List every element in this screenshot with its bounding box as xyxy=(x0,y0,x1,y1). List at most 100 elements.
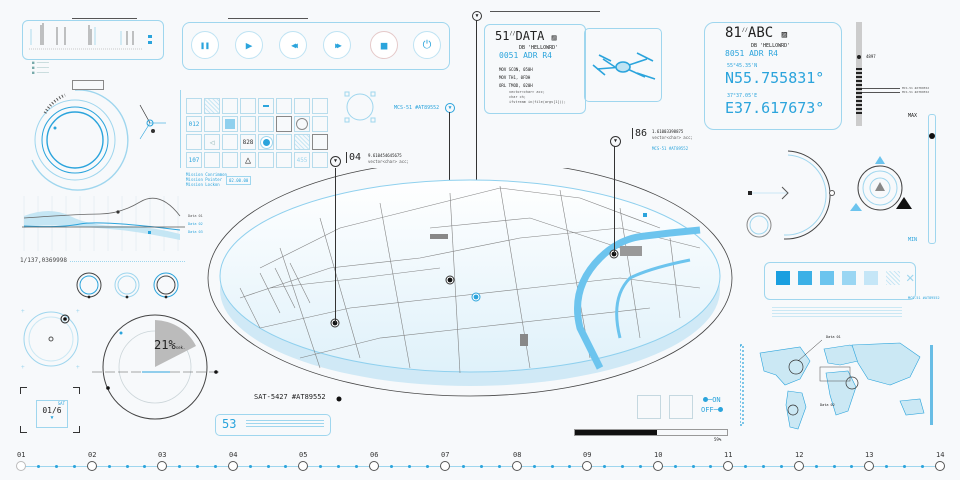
grid-cell[interactable] xyxy=(222,98,238,114)
coords-address: 8051 ADR R4 xyxy=(725,49,778,58)
timeline-node-14[interactable] xyxy=(935,461,945,471)
timeline-dot xyxy=(55,465,58,468)
grid-cell[interactable] xyxy=(276,134,292,150)
grid-cell-828[interactable]: 828 xyxy=(240,134,256,150)
toggle-on[interactable]: ─ON xyxy=(703,396,721,404)
grid-cell[interactable] xyxy=(276,98,292,114)
timeline-node-11[interactable] xyxy=(723,461,733,471)
grid-cell[interactable] xyxy=(186,98,202,114)
power-button[interactable]: ⏻ xyxy=(413,31,441,59)
city-map-disc[interactable] xyxy=(200,168,740,408)
swatch-3[interactable] xyxy=(820,271,834,285)
gauge-side-line xyxy=(862,92,900,93)
gauge-side-labels: MCS-51 #AT89552 MCS-51 #AT89552 xyxy=(902,86,930,94)
grid-cell[interactable] xyxy=(258,98,274,114)
grid-cell[interactable] xyxy=(222,152,238,168)
swatch-4[interactable] xyxy=(842,271,856,285)
callout-04-pin[interactable]: ▼ xyxy=(330,156,341,167)
timeline-dot xyxy=(37,465,41,468)
marker-pin-icon[interactable]: ▼ xyxy=(445,103,455,113)
grid-cell[interactable] xyxy=(312,98,328,114)
timeline-node-06[interactable] xyxy=(369,461,379,471)
timeline-node-03[interactable] xyxy=(157,461,167,471)
grid-cell[interactable] xyxy=(312,152,328,168)
grid-cell[interactable] xyxy=(222,134,238,150)
grid-cell[interactable]: △ xyxy=(240,152,256,168)
timeline-dot xyxy=(638,465,642,468)
swatch-5[interactable] xyxy=(864,271,878,285)
rewind-button[interactable]: ◀◀ xyxy=(279,31,307,59)
swatch-clear-icon[interactable]: ✕ xyxy=(906,270,915,286)
stop-button[interactable]: ■ xyxy=(370,31,398,59)
swatch-1[interactable] xyxy=(776,271,790,285)
gauge-ticks xyxy=(856,68,862,114)
grid-cell-012[interactable]: 012 xyxy=(186,116,202,132)
gauge-side-line xyxy=(862,88,900,89)
grid-cell-107[interactable]: 107 xyxy=(186,152,202,168)
wave-legend: Data 01 Data 02 Data 03 xyxy=(188,214,203,234)
mcs-label: MCS-51 #AT89552 xyxy=(394,105,440,111)
battery-bars xyxy=(72,80,104,90)
timeline-node-09[interactable] xyxy=(582,461,592,471)
grid-cell-455[interactable]: 455 xyxy=(294,152,310,168)
data-panel-pin[interactable]: ▼ xyxy=(472,11,482,21)
timeline-dot xyxy=(425,465,429,468)
grid-cell[interactable] xyxy=(294,98,310,114)
grid-cell[interactable] xyxy=(222,116,238,132)
timeline-dot xyxy=(832,465,836,468)
date-widget[interactable]: SAT 01/6 ▼ xyxy=(36,400,68,428)
swatch-2[interactable] xyxy=(798,271,812,285)
callout-86-pin[interactable]: ▼ xyxy=(610,136,621,147)
toggle-target-b[interactable] xyxy=(669,395,693,419)
grid-cell[interactable] xyxy=(258,116,274,132)
timeline-dot xyxy=(550,465,554,468)
map-label-1: Data 01 xyxy=(826,335,841,339)
progress-bar[interactable] xyxy=(574,429,728,436)
grid-cell[interactable] xyxy=(204,152,220,168)
crosshair-dial: ++ ++ xyxy=(21,308,80,371)
grid-cell[interactable] xyxy=(294,134,310,150)
grid-cell[interactable] xyxy=(204,98,220,114)
gauge-marker-label: 4897 xyxy=(866,54,876,59)
grid-cell[interactable] xyxy=(240,98,256,114)
pause-button[interactable]: ❚❚ xyxy=(191,31,219,59)
timeline-node-12[interactable] xyxy=(794,461,804,471)
timeline-dot xyxy=(691,465,695,468)
timeline-node-04[interactable] xyxy=(228,461,238,471)
radar-rings xyxy=(31,89,129,191)
range-slider-track[interactable] xyxy=(928,114,936,244)
grid-cell[interactable] xyxy=(312,116,328,132)
timeline-dot xyxy=(568,465,571,468)
timeline-node-05[interactable] xyxy=(298,461,308,471)
timeline-node-02[interactable] xyxy=(87,461,97,471)
range-slider-handle[interactable] xyxy=(929,133,935,139)
svg-text:+: + xyxy=(76,364,80,371)
grid-cell[interactable] xyxy=(276,152,292,168)
pie-gauge xyxy=(92,314,220,420)
timeline-node-13[interactable] xyxy=(864,461,874,471)
top-left-connector xyxy=(72,18,137,19)
triangle-radar xyxy=(850,156,912,211)
grid-cell[interactable] xyxy=(276,116,292,132)
grid-cell[interactable] xyxy=(312,134,328,150)
toggle-off[interactable]: OFF─ xyxy=(701,406,723,414)
world-map[interactable]: Data 01 Data 02 xyxy=(739,335,935,435)
timeline-dot xyxy=(762,465,765,468)
timeline-node-08[interactable] xyxy=(512,461,522,471)
timeline-node-01[interactable] xyxy=(16,461,26,471)
grid-cell[interactable] xyxy=(258,134,274,150)
toggle-target-a[interactable] xyxy=(637,395,661,419)
grid-cell[interactable] xyxy=(294,116,310,132)
swatch-hatch[interactable] xyxy=(886,271,900,285)
timeline-node-10[interactable] xyxy=(653,461,663,471)
grid-cell[interactable] xyxy=(186,134,202,150)
grid-cell[interactable] xyxy=(204,116,220,132)
grid-cell[interactable] xyxy=(240,116,256,132)
grid-cell[interactable] xyxy=(258,152,274,168)
compass-ring xyxy=(748,150,835,240)
ring-knobs[interactable] xyxy=(74,269,194,301)
grid-cell[interactable]: ◁ xyxy=(204,134,220,150)
timeline-node-07[interactable] xyxy=(440,461,450,471)
fast-forward-button[interactable]: ▶▶ xyxy=(323,31,351,59)
play-button[interactable]: ▶ xyxy=(235,31,263,59)
